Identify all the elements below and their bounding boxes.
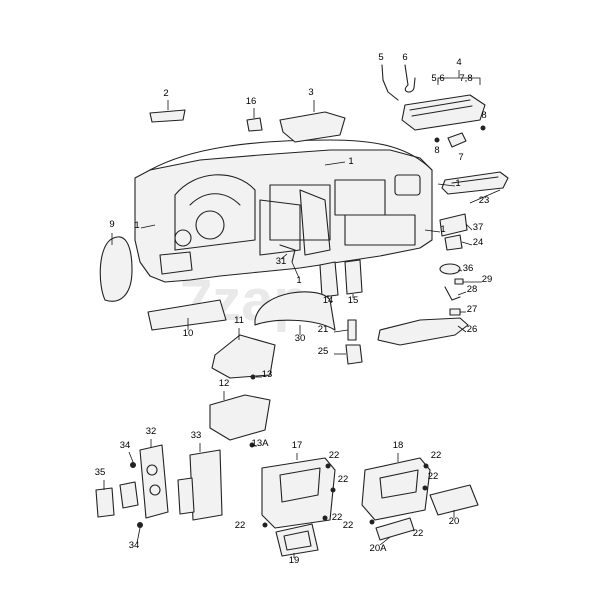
screw-8b[interactable] bbox=[480, 125, 486, 131]
callout-c20a: 20A bbox=[370, 543, 388, 554]
callout-c30: 30 bbox=[295, 333, 306, 344]
part-27-29-fasteners[interactable] bbox=[444, 278, 464, 316]
part-24-panel[interactable] bbox=[444, 234, 463, 251]
callout-c13: 13 bbox=[262, 369, 273, 380]
part-23-vent[interactable] bbox=[441, 171, 509, 195]
callout-c22f: 22 bbox=[428, 471, 439, 482]
part-36-knob[interactable] bbox=[439, 263, 461, 275]
callout-c24: 24 bbox=[473, 237, 484, 248]
part-15-cover[interactable] bbox=[344, 259, 363, 295]
part-31-bracket[interactable] bbox=[279, 244, 296, 263]
part-16-cap[interactable] bbox=[246, 108, 263, 132]
callout-c12: 12 bbox=[219, 378, 230, 389]
callout-c22e: 22 bbox=[431, 450, 442, 461]
callout-c22c: 22 bbox=[332, 512, 343, 523]
callout-c78: 7,8 bbox=[459, 73, 472, 84]
part-37-bracket[interactable] bbox=[439, 213, 468, 237]
callout-c1b: 1 bbox=[348, 156, 353, 167]
callout-c1c: 1 bbox=[455, 178, 460, 189]
callout-c35: 35 bbox=[95, 467, 106, 478]
callout-c1a: 1 bbox=[134, 220, 139, 231]
part-11-shroud-upper[interactable] bbox=[211, 334, 276, 379]
callout-c5: 5 bbox=[378, 52, 383, 63]
callout-c1d: 1 bbox=[440, 224, 445, 235]
callout-c3: 3 bbox=[308, 87, 313, 98]
callout-c9: 9 bbox=[109, 219, 114, 230]
callout-c34a: 34 bbox=[120, 440, 131, 451]
callout-c25: 25 bbox=[318, 346, 329, 357]
part-10-strip[interactable] bbox=[147, 299, 227, 331]
callout-c14: 14 bbox=[323, 295, 334, 306]
dashboard-assembly[interactable] bbox=[134, 139, 433, 283]
callout-c21: 21 bbox=[318, 324, 329, 335]
callout-c1e: 1 bbox=[296, 275, 301, 286]
callout-c8a: 8 bbox=[434, 145, 439, 156]
callout-c22g: 22 bbox=[413, 528, 424, 539]
part-18-glovebox-frame[interactable] bbox=[361, 457, 431, 525]
callout-c37: 37 bbox=[473, 222, 484, 233]
callout-c22d: 22 bbox=[235, 520, 246, 531]
callout-c56: 5,6 bbox=[431, 73, 444, 84]
callout-c10: 10 bbox=[183, 328, 194, 339]
callout-c34b: 34 bbox=[129, 540, 140, 551]
callout-c6: 6 bbox=[402, 52, 407, 63]
callout-c11: 11 bbox=[234, 315, 244, 326]
part-5-6-wiring[interactable] bbox=[381, 64, 416, 101]
callout-c23: 23 bbox=[479, 195, 490, 206]
callout-c28: 28 bbox=[467, 284, 478, 295]
part-26-trim-strip[interactable] bbox=[377, 317, 469, 346]
part-12-shroud-lower[interactable] bbox=[209, 374, 271, 448]
part-32-control-panel[interactable] bbox=[139, 444, 169, 519]
screw-8a[interactable] bbox=[434, 137, 440, 143]
callout-c4: 4 bbox=[456, 57, 461, 68]
part-19-glovebox-lid[interactable] bbox=[275, 523, 319, 557]
callout-c8b: 8 bbox=[481, 110, 486, 121]
part-30-cluster-surround[interactable] bbox=[254, 291, 336, 331]
callout-c15: 15 bbox=[348, 295, 359, 306]
part-2-cover[interactable] bbox=[149, 100, 186, 123]
callout-c17: 17 bbox=[292, 440, 303, 451]
callout-c18: 18 bbox=[393, 440, 404, 451]
callout-c2: 2 bbox=[163, 88, 168, 99]
callout-c29: 29 bbox=[482, 274, 493, 285]
callout-c27: 27 bbox=[467, 304, 478, 315]
callout-c36: 36 bbox=[463, 263, 474, 274]
part-35-small-bracket[interactable] bbox=[95, 462, 143, 528]
part-3-top-panel[interactable] bbox=[279, 100, 346, 143]
callout-c16: 16 bbox=[246, 96, 257, 107]
part-4-vent-assembly[interactable] bbox=[401, 70, 486, 131]
part-33-bracket[interactable] bbox=[177, 449, 223, 521]
callout-c20: 20 bbox=[449, 516, 460, 527]
callout-c22a: 22 bbox=[329, 450, 340, 461]
part-14-cover[interactable] bbox=[319, 261, 339, 298]
callout-c19: 19 bbox=[289, 555, 300, 566]
part-17-glovebox-frame[interactable] bbox=[261, 457, 336, 529]
callout-c7: 7 bbox=[458, 152, 463, 163]
part-25-socket[interactable] bbox=[345, 344, 363, 365]
part-21-plug[interactable] bbox=[347, 319, 357, 341]
callout-c22b: 22 bbox=[338, 474, 349, 485]
part-20a-panel[interactable] bbox=[375, 517, 415, 541]
callout-c13a: 13A bbox=[252, 438, 270, 449]
leader-lines bbox=[103, 161, 501, 558]
part-20-door[interactable] bbox=[429, 484, 479, 516]
part-9-side-panel[interactable] bbox=[99, 236, 133, 302]
callout-c22h: 22 bbox=[343, 520, 354, 531]
callout-c32: 32 bbox=[146, 426, 157, 437]
callout-c31: 31 bbox=[276, 256, 287, 267]
callout-c26: 26 bbox=[467, 324, 478, 335]
part-7-bracket[interactable] bbox=[447, 132, 467, 148]
callout-c33: 33 bbox=[191, 430, 202, 441]
